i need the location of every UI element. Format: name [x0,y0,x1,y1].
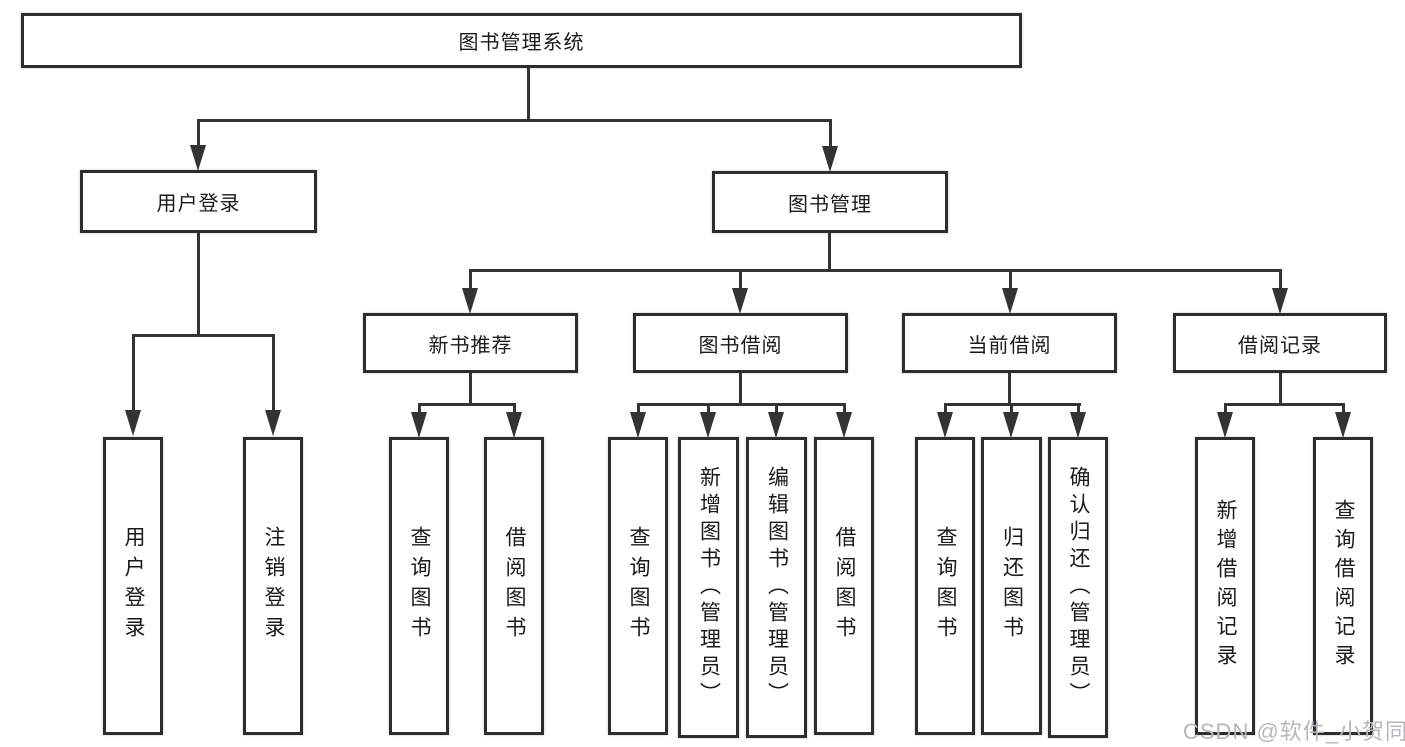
leaf-borrow-books-borrowing: 借阅图书 [814,437,874,735]
connector-drop-new-books [469,269,472,291]
leaf-label: 确认归还（管理员） [1067,466,1091,709]
leaf-return-books: 归还图书 [981,437,1042,735]
leaf-user-login: 用户登录 [103,437,163,735]
leaf-label: 查询图书 [408,526,432,646]
connector-drop-cb-query [944,403,947,417]
connector-current-borrow-stub [1008,373,1011,406]
leaf-label: 新增借阅记录 [1214,499,1238,673]
connector-drop-bb-edit [775,403,778,417]
node-new-book-recommend: 新书推荐 [363,313,578,373]
leaf-query-borrow-record: 查询借阅记录 [1313,437,1373,735]
arrowhead-book-mgmt [822,146,838,172]
leaf-query-books-current: 查询图书 [915,437,975,735]
arrowhead-cb-query [937,412,953,438]
arrowhead-book-borrow [732,288,748,314]
node-label: 借阅记录 [1238,334,1322,357]
connector-new-books-split [418,403,516,406]
leaf-add-books-admin: 新增图书（管理员） [678,437,739,738]
connector-borrow-records-stub [1279,373,1282,406]
connector-level3-split [469,269,1282,272]
connector-user-login-stub [197,233,200,337]
arrowhead-bb-query [630,412,646,438]
arrowhead-br-query [1335,412,1351,438]
arrowhead-bb-add [700,412,716,438]
connector-drop-bb-add [707,403,710,417]
arrowhead-bb-borrow [836,412,852,438]
leaf-logout: 注销登录 [243,437,303,735]
leaf-label: 归还图书 [1000,526,1024,646]
node-label: 图书管理 [788,193,872,216]
node-label: 图书借阅 [698,334,783,357]
arrowhead-nb-query [411,412,427,438]
connector-drop-leaf-login [132,334,135,412]
connector-drop-user-login [197,119,200,147]
node-label: 图书管理系统 [458,32,585,54]
connector-new-books-stub [469,373,472,406]
leaf-label: 注销登录 [262,526,286,646]
connector-drop-br-query [1342,403,1345,417]
leaf-label: 用户登录 [122,526,146,646]
arrowhead-bb-edit [768,412,784,438]
arrowhead-br-add [1217,412,1233,438]
connector-drop-bb-borrow [843,403,846,417]
leaf-query-books-borrowing: 查询图书 [608,437,668,735]
connector-drop-nb-borrow [513,403,516,417]
connector-drop-br-add [1224,403,1227,417]
connector-drop-current-borrow [1009,269,1012,291]
node-label: 用户登录 [156,193,241,215]
connector-drop-nb-query [418,403,421,417]
leaf-borrow-books-recommend: 借阅图书 [484,437,544,735]
connector-book-mgmt-stub [828,233,831,272]
connector-drop-borrow-records [1279,269,1282,291]
node-current-borrowing: 当前借阅 [902,313,1117,373]
connector-drop-book-borrow [739,269,742,291]
arrowhead-borrow-records [1272,288,1288,314]
arrowhead-nb-borrow [506,412,522,438]
leaf-label: 查询图书 [934,526,958,646]
node-book-borrowing: 图书借阅 [633,313,848,373]
arrowhead-cb-confirm [1070,412,1086,438]
leaf-label: 借阅图书 [503,526,527,646]
arrowhead-current-borrow [1002,288,1018,314]
connector-level2-split [197,119,832,122]
csdn-watermark: CSDN @软件_小贺同学 [1183,719,1405,744]
arrowhead-new-books [462,288,478,314]
arrowhead-leaf-logout [265,410,281,436]
connector-drop-leaf-logout [272,334,275,412]
leaf-query-books-recommend: 查询图书 [389,437,449,735]
connector-drop-cb-confirm [1077,403,1080,417]
connector-drop-bb-query [637,403,640,417]
connector-drop-book-mgmt [829,119,832,147]
node-label: 当前借阅 [967,334,1052,357]
connector-root-trunk [527,68,530,121]
node-book-management: 图书管理 [712,171,948,233]
node-library-management-system: 图书管理系统 [21,13,1022,68]
node-borrowing-records: 借阅记录 [1173,313,1387,373]
leaf-label: 借阅图书 [833,526,857,646]
arrowhead-user-login [190,145,206,171]
connector-book-borrow-stub [739,373,742,406]
arrowhead-cb-return [1003,412,1019,438]
connector-borrow-records-split [1224,403,1345,406]
connector-user-login-split [132,334,275,337]
leaf-label: 编辑图书（管理员） [765,466,789,709]
leaf-label: 查询借阅记录 [1332,499,1356,673]
connector-drop-cb-return [1010,403,1013,417]
leaf-label: 新增图书（管理员） [697,466,721,709]
leaf-label: 查询图书 [627,526,651,646]
node-label: 新书推荐 [428,334,513,357]
leaf-add-borrow-record: 新增借阅记录 [1195,437,1255,735]
leaf-confirm-return-admin: 确认归还（管理员） [1048,437,1108,738]
leaf-edit-books-admin: 编辑图书（管理员） [746,437,807,738]
arrowhead-leaf-login [125,410,141,436]
connector-book-borrow-split [637,403,846,406]
node-user-login: 用户登录 [80,170,317,233]
